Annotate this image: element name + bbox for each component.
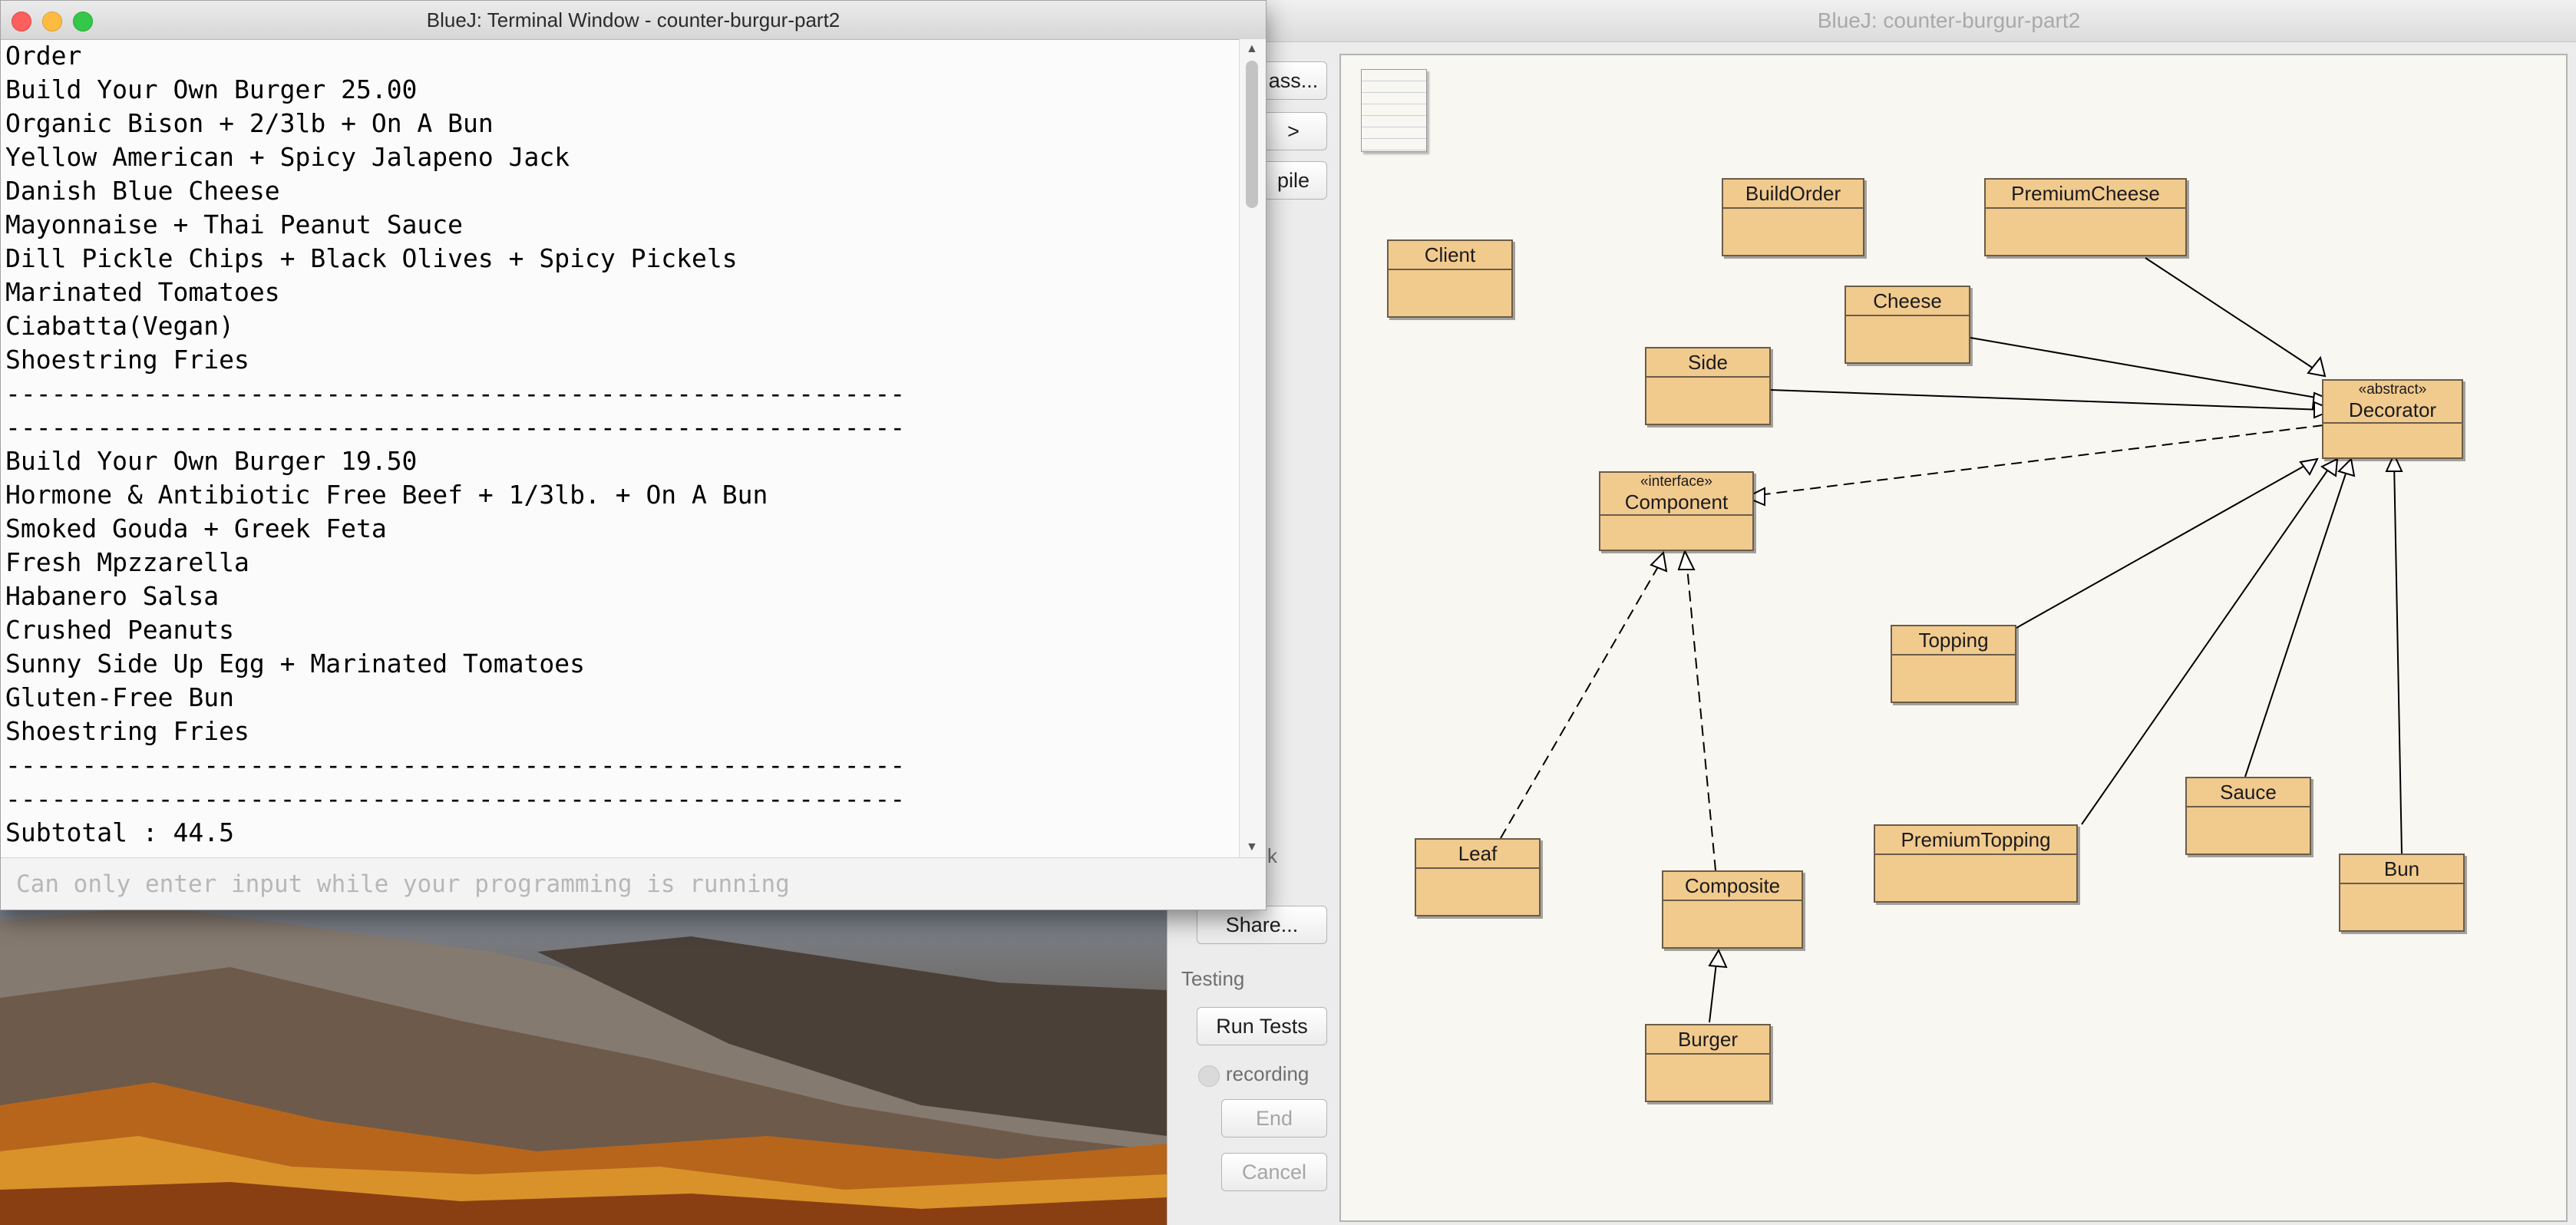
maximize-window-icon[interactable] <box>73 12 93 31</box>
new-class-button[interactable]: ass... <box>1260 61 1327 100</box>
terminal-window: BlueJ: Terminal Window - counter-burgur-… <box>0 0 1267 910</box>
class-decorator[interactable]: «abstract» Decorator <box>2322 379 2463 459</box>
output-line: Shoestring Fries <box>5 345 249 375</box>
class-side[interactable]: Side <box>1645 347 1771 425</box>
output-line: Order <box>5 41 82 71</box>
class-cheese[interactable]: Cheese <box>1844 286 1970 364</box>
class-name: Bun <box>2340 855 2463 884</box>
mountain-landscape-image <box>0 906 1167 1225</box>
output-line: ----------------------------------------… <box>5 412 906 442</box>
class-name: PremiumTopping <box>1875 826 2076 855</box>
cancel-button[interactable]: Cancel <box>1221 1153 1327 1191</box>
output-line: ----------------------------------------… <box>5 784 906 814</box>
output-line: Fresh Mpzzarella <box>5 547 249 577</box>
output-line: Mayonnaise + Thai Peanut Sauce <box>5 210 464 239</box>
class-name: Composite <box>1663 872 1802 901</box>
class-buildorder[interactable]: BuildOrder <box>1722 178 1864 256</box>
output-line: Dill Pickle Chips + Black Olives + Spicy… <box>5 243 738 273</box>
output-line: Marinated Tomatoes <box>5 277 280 307</box>
vertical-scrollbar[interactable]: ▲ ▼ <box>1239 39 1266 857</box>
terminal-output[interactable]: Order Build Your Own Burger 25.00 Organi… <box>1 39 1240 857</box>
team-label: k <box>1267 844 1277 867</box>
scroll-down-arrow-icon[interactable]: ▼ <box>1246 840 1258 854</box>
output-line: ----------------------------------------… <box>5 750 906 780</box>
class-leaf[interactable]: Leaf <box>1415 838 1541 916</box>
class-name: Leaf <box>1416 840 1539 869</box>
output-line: Organic Bison + 2/3lb + On A Bun <box>5 108 494 138</box>
output-line: Habanero Salsa <box>5 581 220 611</box>
class-name: Decorator <box>2323 398 2462 424</box>
output-line: Shoestring Fries <box>5 716 249 746</box>
run-tests-button[interactable]: Run Tests <box>1197 1007 1327 1045</box>
close-window-icon[interactable] <box>12 12 31 31</box>
class-topping[interactable]: Topping <box>1891 625 2016 703</box>
output-line: Danish Blue Cheese <box>5 176 280 206</box>
output-line: Smoked Gouda + Greek Feta <box>5 513 387 543</box>
output-line: Gluten-Free Bun <box>5 682 235 712</box>
output-line: Yellow American + Spicy Jalapeno Jack <box>5 142 570 172</box>
output-line: Ciabatta(Vegan) <box>5 311 235 341</box>
class-name: Side <box>1646 348 1769 378</box>
class-name: PremiumCheese <box>1986 180 2185 209</box>
output-line: Crushed Peanuts <box>5 615 235 645</box>
class-stereotype: «abstract» <box>2358 381 2427 398</box>
class-name: Cheese <box>1846 287 1969 316</box>
testing-label: Testing <box>1181 967 1245 990</box>
output-line: Sunny Side Up Egg + Marinated Tomatoes <box>5 649 585 679</box>
end-button[interactable]: End <box>1221 1099 1327 1138</box>
class-premiumcheese[interactable]: PremiumCheese <box>1984 178 2187 256</box>
minimize-window-icon[interactable] <box>42 12 62 31</box>
desktop-wallpaper <box>0 906 1167 1225</box>
tool-sidebar: ass... > pile k Share... Testing Run Tes… <box>1167 41 1336 1225</box>
class-stereotype: «interface» <box>1640 474 1712 490</box>
class-client[interactable]: Client <box>1387 239 1513 318</box>
recording-label: recording <box>1226 1062 1309 1085</box>
class-burger[interactable]: Burger <box>1645 1024 1771 1102</box>
class-name: BuildOrder <box>1723 180 1863 209</box>
arrow-button[interactable]: > <box>1260 112 1327 150</box>
output-line: Build Your Own Burger 19.50 <box>5 446 418 476</box>
main-titlebar: BlueJ: counter-burgur-part2 <box>1167 0 2576 42</box>
class-component[interactable]: «interface» Component <box>1599 471 1754 551</box>
output-line: Subtotal : 44.5 <box>5 817 235 847</box>
scrollbar-thumb[interactable] <box>1246 61 1258 208</box>
class-bun[interactable]: Bun <box>2339 854 2465 932</box>
output-line: Hormone & Antibiotic Free Beef + 1/3lb. … <box>5 480 768 510</box>
class-name: Burger <box>1646 1025 1769 1055</box>
compile-button[interactable]: pile <box>1260 161 1327 200</box>
scroll-up-arrow-icon[interactable]: ▲ <box>1246 42 1258 55</box>
output-line: ----------------------------------------… <box>5 378 906 408</box>
recording-checkbox[interactable] <box>1198 1065 1220 1087</box>
class-name: Topping <box>1892 626 2015 655</box>
terminal-title: BlueJ: Terminal Window - counter-burgur-… <box>426 8 841 31</box>
terminal-input-field[interactable]: Can only enter input while your programm… <box>1 857 1266 910</box>
class-composite[interactable]: Composite <box>1662 870 1803 949</box>
terminal-titlebar[interactable]: BlueJ: Terminal Window - counter-burgur-… <box>1 1 1266 40</box>
class-premiumtopping[interactable]: PremiumTopping <box>1874 824 2078 903</box>
share-button[interactable]: Share... <box>1197 906 1327 944</box>
main-window-title: BlueJ: counter-burgur-part2 <box>1817 8 2081 32</box>
readme-document-icon[interactable] <box>1361 69 1427 152</box>
bluej-main-window: BlueJ: counter-burgur-part2 ass... > pil… <box>1167 0 2576 1225</box>
class-diagram-canvas[interactable]: BuildOrder PremiumCheese Client Cheese S… <box>1339 54 2568 1222</box>
output-line: Build Your Own Burger 25.00 <box>5 74 418 104</box>
class-name: Client <box>1389 241 1511 270</box>
class-name: Sauce <box>2187 778 2310 807</box>
class-name: Component <box>1600 490 1752 516</box>
class-sauce[interactable]: Sauce <box>2185 777 2311 855</box>
